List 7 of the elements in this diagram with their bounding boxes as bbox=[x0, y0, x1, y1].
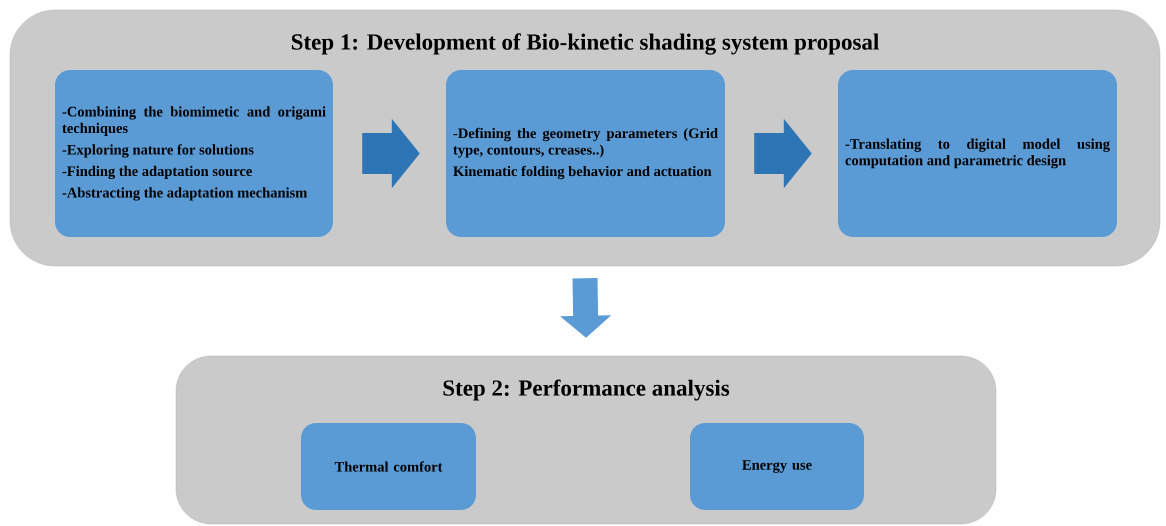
process-box: -Translating to digital model using computation and parametric design bbox=[838, 70, 1117, 237]
process-box: -Combining the biomimetic and origami techniques -Exploring nature for solutions -Finding the adaptation source -Abstracting the adaptation mechanism bbox=[55, 70, 333, 237]
panel-title: Step 2: Performance analysis bbox=[443, 379, 730, 401]
process-box: -Defining the geometry parameters (Grid type, contours, creases..) Kinematic folding behavior and actuation bbox=[446, 70, 725, 237]
process-box: Energy use bbox=[690, 423, 864, 510]
panel-title: Step 1: Development of Bio-kinetic shading system proposal bbox=[291, 33, 879, 55]
process-box: Thermal comfort bbox=[301, 423, 476, 510]
